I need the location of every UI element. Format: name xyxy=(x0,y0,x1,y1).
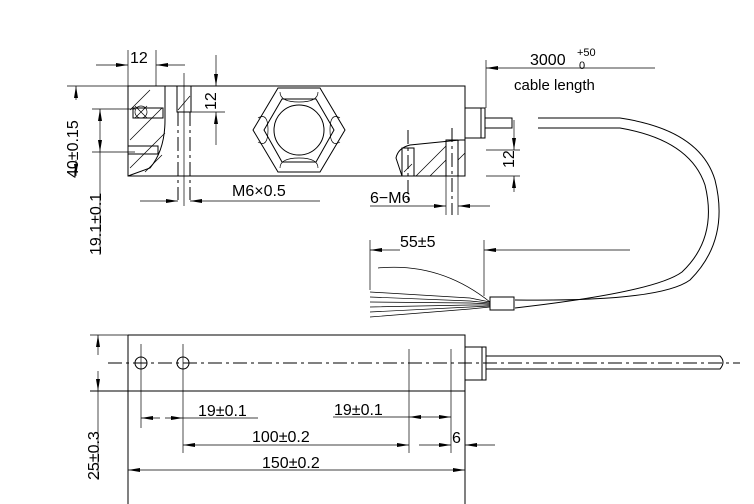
dim-150: 150±0.2 xyxy=(262,455,320,472)
cable-sleeve xyxy=(489,296,515,311)
cable-length-tol-lower: 0 xyxy=(579,60,585,72)
stripped-wires xyxy=(369,266,491,318)
cable-length-value: 3000 xyxy=(530,52,566,69)
dim-6: 6 xyxy=(452,430,461,447)
dim-width-12: 12 xyxy=(130,50,148,67)
top-view: 12 12 40±0.15 19.1±0.1 M6×0.5 6−M6 12 30… xyxy=(65,47,720,318)
dim-side-12: 12 xyxy=(501,150,518,168)
bolt-hole xyxy=(132,107,164,119)
dim-19-right: 19±0.1 xyxy=(334,402,383,419)
dim-40: 40±0.15 xyxy=(65,120,82,178)
hex-nut xyxy=(252,87,346,173)
cable-stub xyxy=(485,117,513,129)
right-hatched-section xyxy=(395,128,466,215)
thread-side-label: 6−M6 xyxy=(370,190,411,207)
cable-length-tol-upper: +50 xyxy=(577,47,596,59)
load-cell-body-top xyxy=(127,334,466,504)
dim-height-12: 12 xyxy=(203,92,220,110)
cable-top xyxy=(486,355,724,370)
dim-100: 100±0.2 xyxy=(252,429,310,446)
cable-outer xyxy=(514,117,720,301)
dim-19-1: 19.1±0.1 xyxy=(88,193,105,255)
left-hatched-section xyxy=(127,73,192,206)
dim-25: 25±0.3 xyxy=(86,431,103,480)
thread-center-label: M6×0.5 xyxy=(232,183,286,200)
cable-inner xyxy=(514,127,709,309)
cable-length-label: cable length xyxy=(514,77,595,94)
strip-length-label: 55±5 xyxy=(400,234,436,251)
cable-gland-top xyxy=(464,346,487,381)
dim-19-left: 19±0.1 xyxy=(198,403,247,420)
cable-gland xyxy=(464,107,486,139)
bottom-view: 25±0.3 19±0.1 19±0.1 100±0.2 6 150±0.2 xyxy=(86,334,740,504)
